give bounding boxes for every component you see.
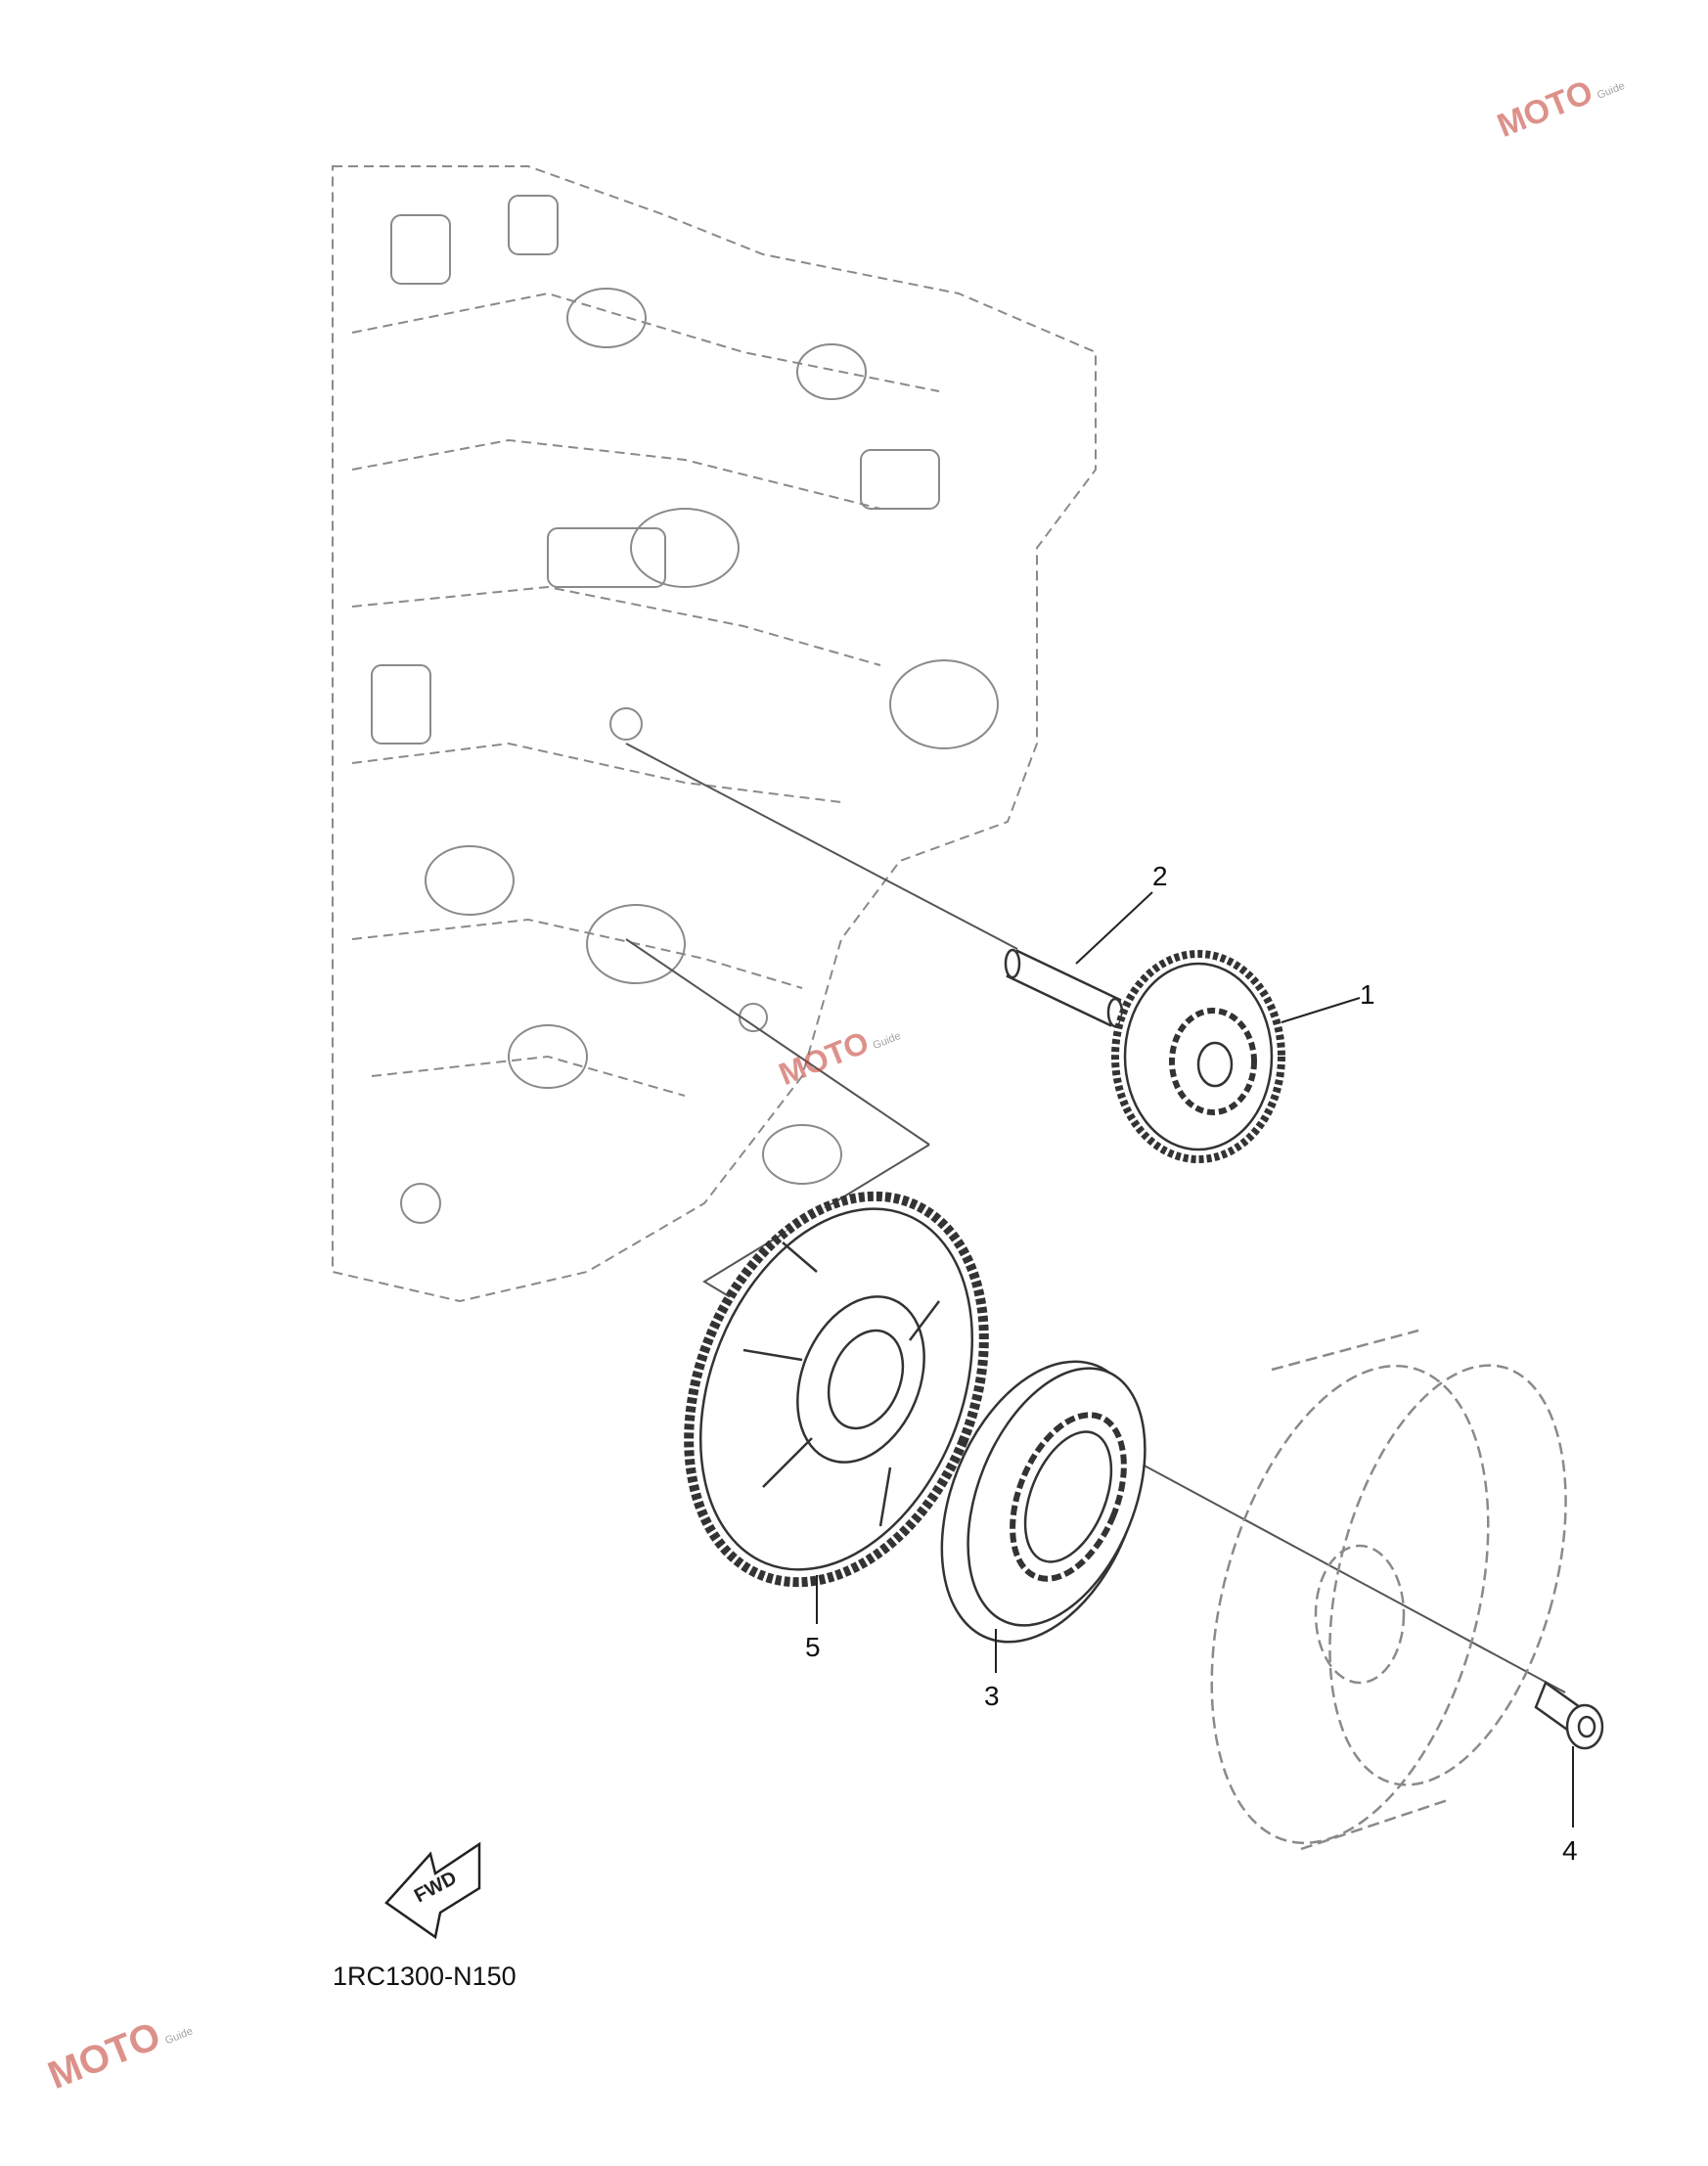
idler-gear-part-1 <box>1111 950 1285 1163</box>
callout-4: 4 <box>1562 1835 1578 1866</box>
drawing-code: 1RC1300-N150 <box>333 1962 517 1991</box>
engine-block <box>332 165 1097 1303</box>
starter-wheel-gear-part-5 <box>684 1191 989 1588</box>
callout-leaders <box>816 891 1574 1828</box>
callout-5: 5 <box>805 1632 821 1662</box>
callout-3: 3 <box>984 1681 1000 1711</box>
one-way-clutch-part-3 <box>940 1360 1146 1644</box>
bolt-part-4 <box>1534 1681 1604 1750</box>
engine-details <box>371 195 999 1224</box>
pin-part-2 <box>1004 948 1124 1028</box>
callout-1: 1 <box>1360 979 1375 1010</box>
fwd-arrow-icon: FWD <box>384 1841 481 1940</box>
rotor-housing <box>1210 1329 1567 1851</box>
callout-2: 2 <box>1152 861 1168 891</box>
